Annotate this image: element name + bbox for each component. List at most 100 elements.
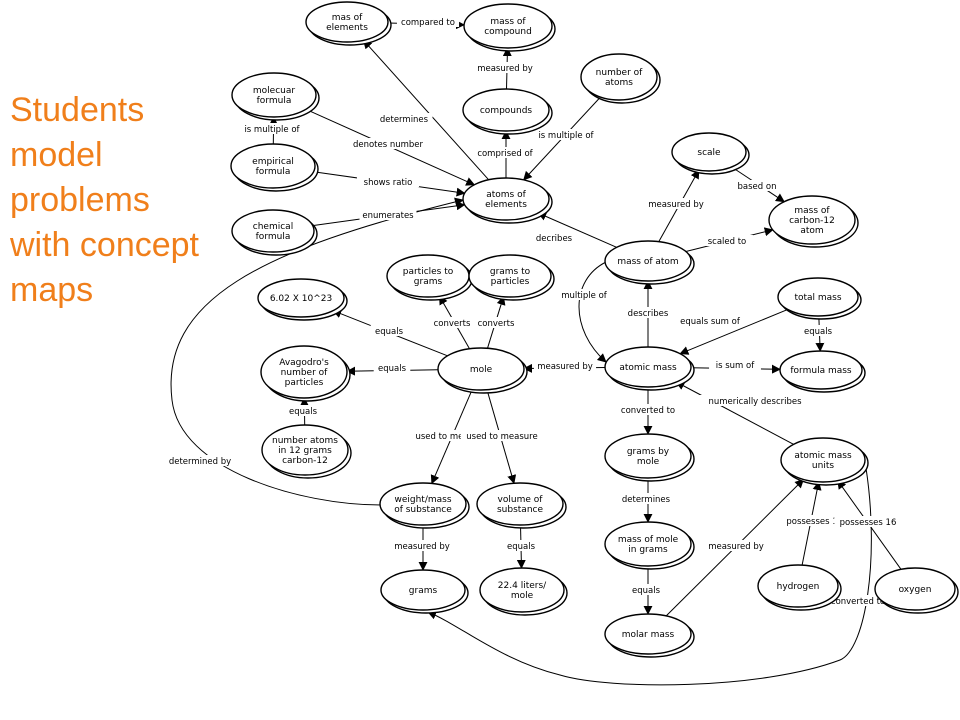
- edge-label: equals: [804, 327, 833, 337]
- edge-label: converts: [434, 319, 471, 329]
- node-ellipse: [777, 277, 859, 317]
- edge-label-bg: [390, 540, 454, 551]
- edge-label-bg: [673, 315, 747, 326]
- node-ellipse: [604, 346, 692, 388]
- edge-label-bg: [530, 232, 578, 243]
- node-ellipse: [757, 564, 839, 608]
- edge-label: equals: [632, 586, 661, 596]
- node-ellipse: [231, 72, 317, 118]
- node-label: 22.4 liters/mole: [498, 581, 547, 601]
- edge-determined-by: [170, 197, 464, 506]
- edge-label-bg: [614, 404, 682, 415]
- edge-label: measured by: [648, 200, 704, 210]
- node-oxygen: oxygen: [874, 567, 959, 614]
- edge-label-bg: [473, 62, 537, 73]
- edge-label-bg: [834, 516, 902, 527]
- edge-label: determines: [622, 495, 671, 505]
- node-ellipse: [230, 143, 316, 189]
- edge-label: converted to: [831, 597, 885, 607]
- edge-label-bg: [502, 540, 540, 551]
- edge-label: measured by: [708, 542, 764, 552]
- node-label: 6.02 X 10^23: [270, 294, 332, 304]
- slide-title: Students model problems with concept map…: [10, 88, 235, 313]
- node-ellipse: [780, 437, 866, 483]
- node-hydrogen: hydrogen: [757, 564, 842, 611]
- edge-label: shows ratio: [364, 178, 413, 188]
- edge-label: determined by: [169, 457, 231, 467]
- edge-numerically-describes: [675, 381, 794, 445]
- edge-label: multiple of: [561, 291, 608, 301]
- edge-label: equals sum of: [680, 317, 741, 327]
- node-label: oxygen: [899, 585, 932, 595]
- edge-label: is sum of: [716, 361, 755, 371]
- edge-label: is multiple of: [538, 131, 594, 141]
- node-liters-mole: 22.4 liters/mole: [479, 567, 568, 616]
- edge-label-bg: [527, 129, 605, 140]
- node-ellipse: [768, 195, 856, 245]
- node-mole: mole: [437, 347, 528, 394]
- edge-label: converts: [478, 319, 515, 329]
- edge-label-bg: [359, 209, 417, 220]
- title-line: problems: [10, 181, 150, 219]
- edge-label-bg: [370, 325, 408, 336]
- edge-label-bg: [704, 540, 768, 551]
- edge-label: equals: [289, 407, 318, 417]
- node-ellipse: [468, 254, 552, 298]
- edge-label: equals: [375, 327, 404, 337]
- node-ellipse: [604, 240, 692, 282]
- edge-determines-mas: [362, 39, 490, 181]
- node-ellipse: [463, 3, 553, 49]
- edge-label-bg: [428, 317, 476, 328]
- edge-label-bg: [471, 147, 539, 158]
- edge-label-bg: [356, 176, 420, 187]
- edge-label: measured by: [477, 64, 533, 74]
- node-ellipse: [476, 482, 564, 526]
- edge-label-bg: [617, 493, 675, 504]
- edge-label: measured by: [537, 362, 593, 372]
- edge-label-bg: [780, 515, 844, 526]
- node-label: mass of atom: [617, 257, 678, 267]
- edge-label: used to measure: [466, 432, 537, 442]
- node-label: scale: [697, 148, 721, 158]
- edge-label-bg: [460, 430, 544, 441]
- edge-multiple-of: [578, 261, 607, 363]
- node-ellipse: [379, 482, 467, 526]
- edge-label-bg: [410, 430, 474, 441]
- node-label: grams: [409, 586, 438, 596]
- node-ellipse: [260, 345, 348, 399]
- edge-label: decribes: [536, 234, 573, 244]
- edge-label-bg: [552, 289, 616, 300]
- node-ellipse: [604, 613, 692, 655]
- node-ellipse: [305, 1, 389, 43]
- edge-label-bg: [733, 180, 781, 191]
- edge-label-bg: [627, 584, 665, 595]
- node-ellipse: [462, 88, 550, 132]
- node-mass-atom: mass of atom: [604, 240, 695, 285]
- edge-label-bg: [709, 359, 761, 370]
- edge-label: determines: [380, 115, 429, 125]
- edge-label-bg: [698, 395, 812, 406]
- title-line: Students: [10, 91, 145, 129]
- edge-label: based on: [738, 182, 777, 192]
- node-ellipse: [479, 567, 565, 613]
